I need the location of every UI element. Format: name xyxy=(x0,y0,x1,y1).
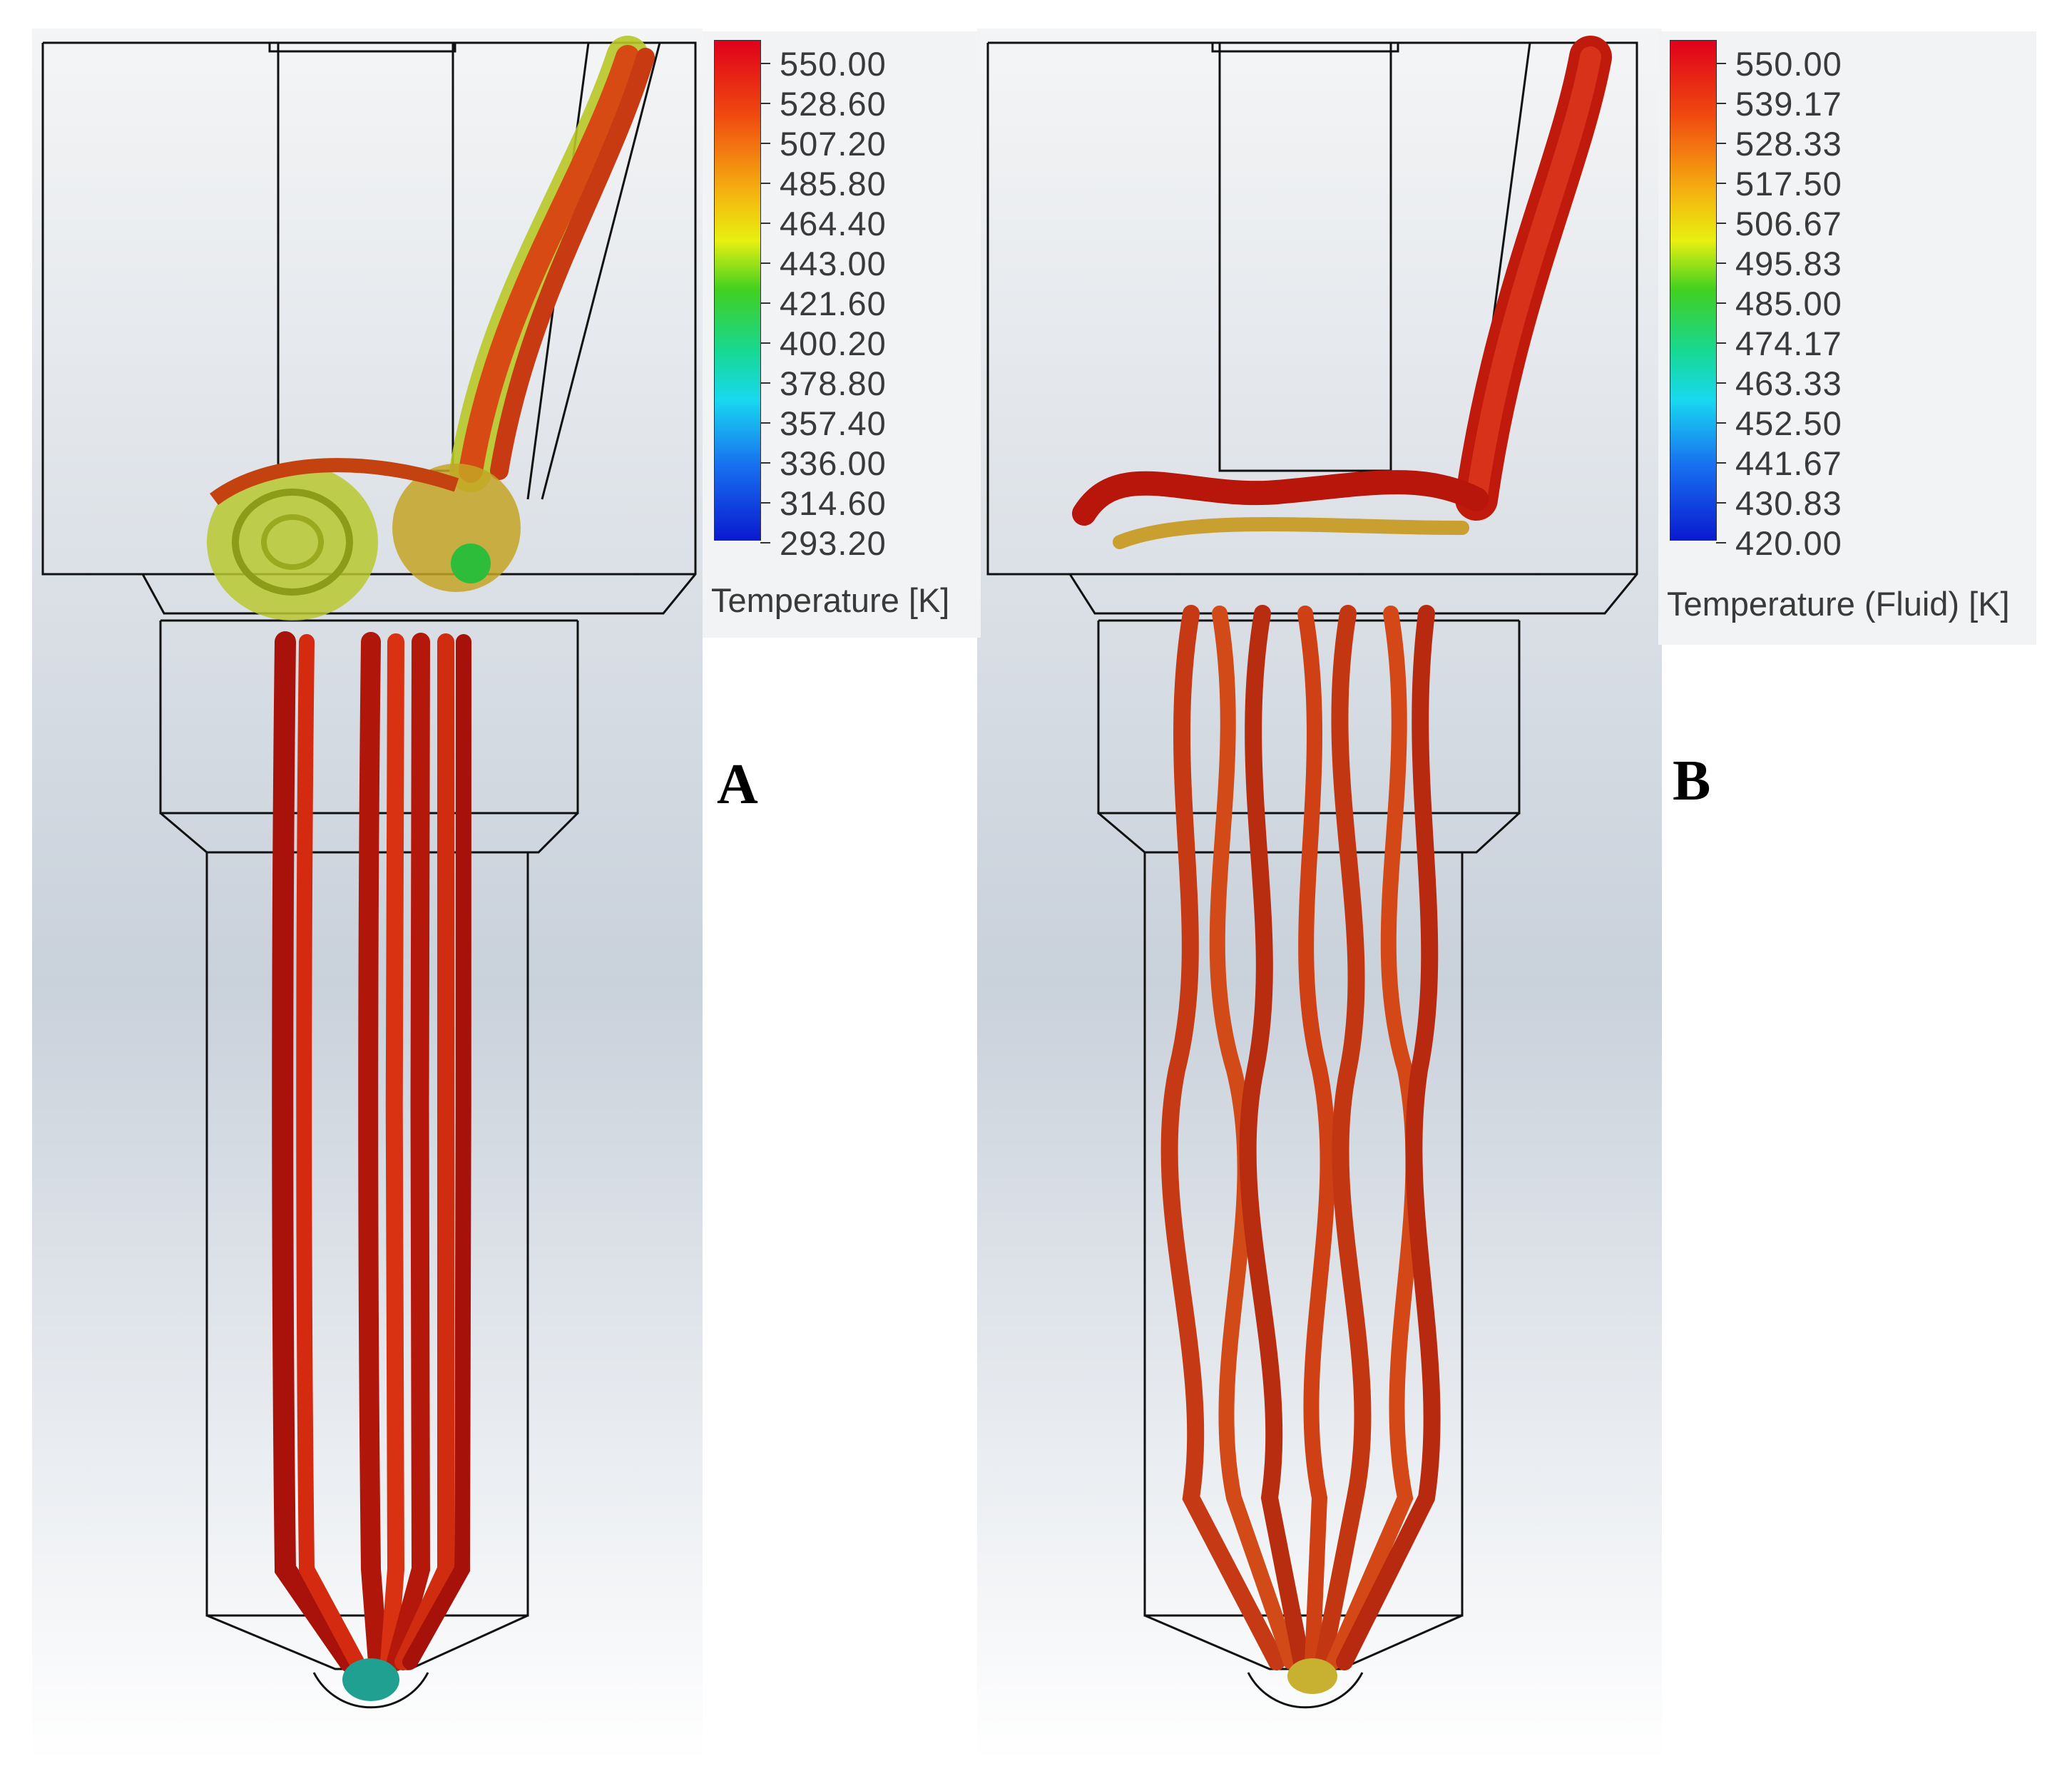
legend-tick-mark xyxy=(760,143,770,144)
colorbar-b xyxy=(1670,40,1717,541)
legend-tick-label: 443.00 xyxy=(780,245,887,282)
legend-tick-label: 485.80 xyxy=(780,165,887,203)
legend-tick-mark xyxy=(760,223,770,224)
legend-tick-label: 463.33 xyxy=(1735,364,1842,402)
legend-tick-mark xyxy=(760,262,770,264)
legend-tick-label: 441.67 xyxy=(1735,444,1842,482)
legend-tick-label: 293.20 xyxy=(780,524,887,562)
simulation-panel-a xyxy=(0,0,713,1766)
legend-tick-label: 517.50 xyxy=(1735,165,1842,203)
legend-tick-label: 528.33 xyxy=(1735,125,1842,163)
legend-title-b: Temperature (Fluid) [K] xyxy=(1667,585,2010,623)
nozzle-streamlines-a xyxy=(32,29,703,1762)
legend-tick-label: 430.83 xyxy=(1735,484,1842,522)
legend-tick-label: 528.60 xyxy=(780,85,887,123)
legend-tick-label: 464.40 xyxy=(780,205,887,243)
legend-tick-label: 550.00 xyxy=(1735,45,1842,83)
legend-tick-mark xyxy=(1716,223,1726,224)
legend-tick-mark xyxy=(760,342,770,344)
legend-tick-mark xyxy=(760,302,770,304)
legend-tick-label: 421.60 xyxy=(780,285,887,322)
legend-tick-label: 506.67 xyxy=(1735,205,1842,243)
legend-tick-mark xyxy=(760,382,770,384)
legend-tick-mark xyxy=(1716,302,1726,304)
legend-tick-label: 400.20 xyxy=(780,325,887,362)
legend-tick-mark xyxy=(760,422,770,424)
legend-tick-label: 474.17 xyxy=(1735,325,1842,362)
swirl-region-a xyxy=(207,458,521,621)
legend-tick-label: 378.80 xyxy=(780,364,887,402)
legend-tick-mark xyxy=(760,502,770,504)
legend-tick-label: 507.20 xyxy=(780,125,887,163)
legend-tick-mark xyxy=(1716,103,1726,104)
nozzle-streamlines-b xyxy=(977,29,1662,1762)
legend-tick-mark xyxy=(1716,63,1726,64)
legend-tick-mark xyxy=(1716,342,1726,344)
legend-tick-mark xyxy=(760,103,770,104)
legend-tick-mark xyxy=(1716,542,1726,543)
legend-tick-label: 357.40 xyxy=(780,404,887,442)
legend-tick-label: 420.00 xyxy=(1735,524,1842,562)
streamlines-a xyxy=(272,36,655,1673)
panel-label-a: A xyxy=(717,753,758,816)
legend-title-a: Temperature [K] xyxy=(711,581,950,619)
panel-label-b: B xyxy=(1673,750,1711,812)
legend-tick-mark xyxy=(760,542,770,543)
legend-tick-mark xyxy=(760,183,770,184)
legend-tick-mark xyxy=(760,462,770,464)
legend-tick-label: 452.50 xyxy=(1735,404,1842,442)
legend-tick-label: 550.00 xyxy=(780,45,887,83)
legend-tick-mark xyxy=(1716,502,1726,504)
legend-tick-mark xyxy=(1716,143,1726,144)
nozzle-tip-a xyxy=(342,1658,399,1701)
legend-tick-mark xyxy=(1716,183,1726,184)
colorbar-a xyxy=(714,40,761,541)
legend-tick-mark xyxy=(1716,382,1726,384)
legend-tick-mark xyxy=(760,63,770,64)
legend-tick-label: 336.00 xyxy=(780,444,887,482)
legend-tick-label: 485.00 xyxy=(1735,285,1842,322)
legend-tick-label: 495.83 xyxy=(1735,245,1842,282)
legend-tick-mark xyxy=(1716,262,1726,264)
streamlines-b xyxy=(1072,36,1612,1670)
legend-tick-label: 539.17 xyxy=(1735,85,1842,123)
legend-tick-mark xyxy=(1716,422,1726,424)
legend-tick-label: 314.60 xyxy=(780,484,887,522)
nozzle-tip-b xyxy=(1287,1658,1337,1694)
simulation-panel-b xyxy=(977,0,1690,1766)
legend-tick-mark xyxy=(1716,462,1726,464)
